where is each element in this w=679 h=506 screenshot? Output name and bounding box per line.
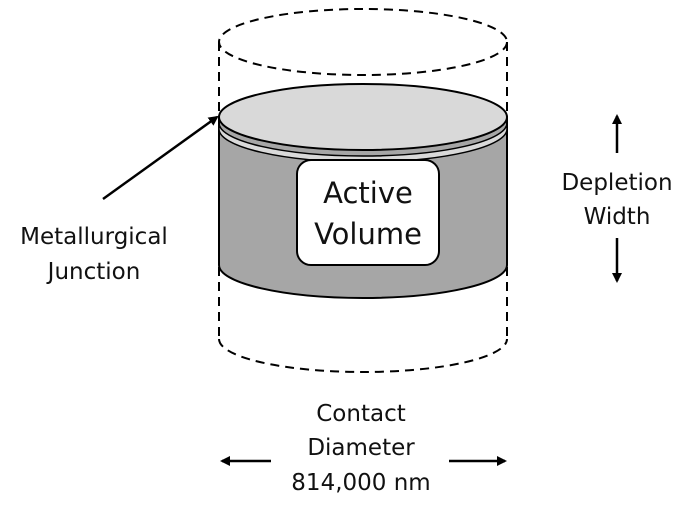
- contact-cylinder-top: [218, 8, 508, 76]
- contact-label-line2: Diameter: [307, 435, 415, 461]
- depletion-label-line2: Width: [584, 204, 651, 230]
- active-volume-label-line2: Volume: [314, 217, 422, 251]
- active-volume-label-line1: Active: [323, 176, 413, 210]
- contact-cylinder-outline: [218, 8, 508, 373]
- active-volume-box: [296, 159, 440, 266]
- junction-label-line1: Metallurgical: [20, 224, 168, 250]
- contact-label-line3: 814,000 nm: [291, 470, 430, 496]
- contact-cylinder-bottom: [218, 338, 508, 373]
- junction-pointer-arrow: [102, 115, 219, 201]
- junction-band: [218, 122, 508, 163]
- contact-label-line1: Contact: [316, 401, 405, 427]
- junction-label-line2: Junction: [46, 259, 141, 285]
- depletion-cylinder-top: [218, 83, 508, 151]
- depletion-label-line1: Depletion: [561, 170, 672, 196]
